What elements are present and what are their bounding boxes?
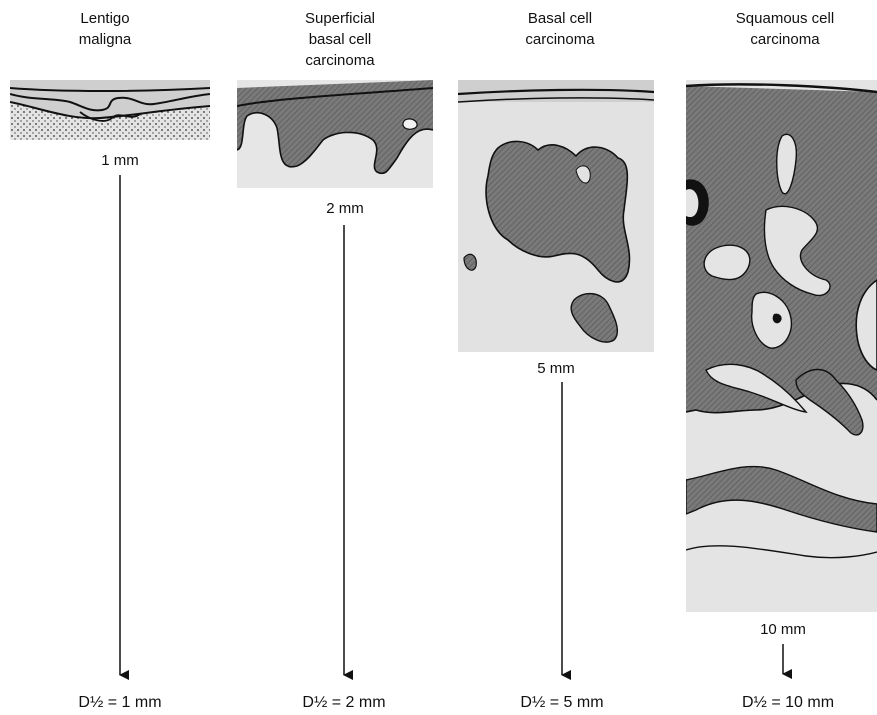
superficial-basal-cell-carcinoma-section — [237, 80, 433, 188]
lesion-title-basal-cell-carcinoma: Basal cell carcinoma — [490, 8, 630, 50]
lentigo-maligna-section — [10, 80, 210, 140]
lesion-title-superficial-basal-cell-carcinoma: Superficial basal cell carcinoma — [260, 8, 420, 71]
depth-arrow-basal-cell-carcinoma — [552, 382, 572, 680]
depth-arrow-superficial-basal-cell-carcinoma — [334, 225, 354, 680]
lesion-depth-superficial-basal-cell-carcinoma: 2 mm — [295, 200, 395, 217]
depth-arrow-lentigo-maligna — [110, 175, 130, 680]
depth-arrow-squamous-cell-carcinoma — [773, 644, 793, 680]
half-depth-superficial-basal-cell-carcinoma: D½ = 2 mm — [274, 694, 414, 712]
half-depth-squamous-cell-carcinoma: D½ = 10 mm — [713, 694, 863, 712]
half-depth-lentigo-maligna: D½ = 1 mm — [50, 694, 190, 712]
lesion-title-lentigo-maligna: Lentigo maligna — [30, 8, 180, 50]
lesion-depth-basal-cell-carcinoma: 5 mm — [506, 360, 606, 377]
half-depth-basal-cell-carcinoma: D½ = 5 mm — [492, 694, 632, 712]
lesion-depth-squamous-cell-carcinoma: 10 mm — [733, 621, 833, 638]
basal-cell-carcinoma-section — [458, 80, 654, 352]
squamous-cell-carcinoma-section — [686, 80, 877, 612]
lesion-title-squamous-cell-carcinoma: Squamous cell carcinoma — [700, 8, 870, 50]
lesion-depth-lentigo-maligna: 1 mm — [70, 152, 170, 169]
